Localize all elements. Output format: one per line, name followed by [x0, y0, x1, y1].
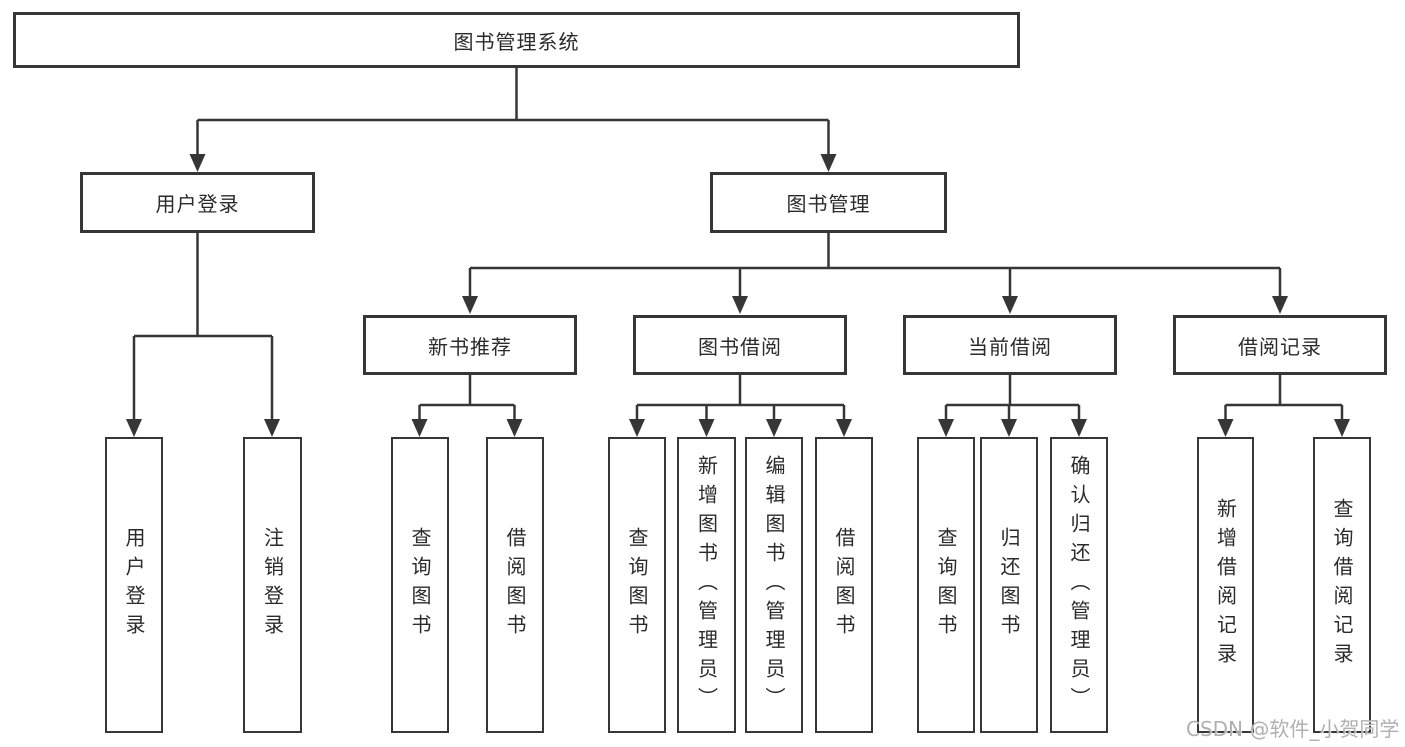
- node-label: 借阅记录: [1238, 334, 1322, 359]
- connector-bookmgmt-to-level3: [468, 233, 1282, 300]
- arrow-down-icon: [836, 419, 852, 437]
- node-label: 查询图书: [408, 527, 432, 643]
- node-current-borrow: 当前借阅: [903, 315, 1117, 375]
- node-label: 图书管理系统: [453, 29, 580, 54]
- arrow-down-icon: [1272, 296, 1288, 314]
- arrow-down-icon: [264, 419, 280, 437]
- leaf-confirm-return-admin: 确认归还（管理员）: [1050, 437, 1108, 733]
- arrow-down-icon: [1002, 296, 1018, 314]
- node-label: 确认归还（管理员）: [1067, 454, 1091, 716]
- leaf-borrow-books: 借阅图书: [815, 437, 873, 733]
- node-label: 借阅图书: [503, 527, 527, 643]
- node-library-system: 图书管理系统: [13, 12, 1020, 68]
- arrow-down-icon: [1071, 419, 1087, 437]
- watermark: CSDN @软件_小贺同学: [1186, 717, 1400, 741]
- node-label: 查询图书: [934, 527, 958, 643]
- leaf-add-books-admin: 新增图书（管理员）: [677, 437, 736, 733]
- arrow-down-icon: [820, 154, 837, 172]
- leaf-borrow-books-recommend: 借阅图书: [486, 437, 544, 733]
- node-label: 编辑图书（管理员）: [762, 454, 786, 716]
- arrow-down-icon: [732, 296, 748, 314]
- node-label: 用户登录: [155, 192, 240, 216]
- connector-userlogin-to-leaves: [132, 233, 274, 422]
- node-label: 借阅图书: [832, 527, 856, 643]
- arrow-down-icon: [462, 296, 478, 314]
- arrow-down-icon: [1217, 419, 1234, 437]
- leaf-user-login: 用户登录: [105, 437, 163, 733]
- arrow-down-icon: [189, 154, 206, 172]
- node-label: 图书管理: [786, 192, 871, 216]
- arrow-down-icon: [938, 419, 954, 437]
- leaf-logout: 注销登录: [243, 437, 302, 733]
- connector-root-to-level2: [196, 68, 830, 157]
- node-label: 新增图书（管理员）: [694, 454, 719, 716]
- leaf-query-books-borrow: 查询图书: [608, 437, 666, 733]
- connector-records-to-leaves: [1224, 375, 1344, 422]
- node-book-borrow: 图书借阅: [633, 315, 847, 375]
- leaf-query-books-recommend: 查询图书: [391, 437, 449, 733]
- node-label: 查询借阅记录: [1330, 498, 1354, 672]
- node-label: 图书借阅: [698, 334, 782, 359]
- node-book-management: 图书管理: [710, 172, 947, 233]
- arrow-down-icon: [1001, 419, 1017, 437]
- node-borrow-records: 借阅记录: [1173, 315, 1387, 375]
- leaf-query-books-current: 查询图书: [917, 437, 975, 733]
- connector-borrow-to-leaves: [635, 375, 846, 422]
- node-label: 归还图书: [997, 527, 1021, 643]
- node-label: 查询图书: [625, 527, 649, 643]
- node-label: 当前借阅: [968, 334, 1052, 359]
- arrow-down-icon: [411, 419, 428, 437]
- leaf-return-books: 归还图书: [980, 437, 1038, 733]
- node-label: 新书推荐: [428, 334, 512, 359]
- node-user-login: 用户登录: [80, 172, 315, 233]
- leaf-edit-books-admin: 编辑图书（管理员）: [745, 437, 803, 733]
- node-label: 注销登录: [260, 527, 285, 643]
- connector-current-to-leaves: [944, 375, 1081, 422]
- arrow-down-icon: [766, 419, 782, 437]
- node-label: 新增借阅记录: [1213, 498, 1238, 672]
- leaf-add-borrow-record: 新增借阅记录: [1197, 437, 1254, 733]
- arrow-down-icon: [1334, 419, 1350, 437]
- node-label: 用户登录: [122, 527, 146, 643]
- arrow-down-icon: [629, 419, 645, 437]
- node-new-book-recommend: 新书推荐: [363, 315, 577, 375]
- arrow-down-icon: [506, 419, 523, 437]
- arrow-down-icon: [698, 419, 715, 437]
- leaf-query-borrow-record: 查询借阅记录: [1313, 437, 1371, 733]
- connector-recommend-to-leaves: [418, 375, 516, 422]
- arrow-down-icon: [126, 419, 142, 437]
